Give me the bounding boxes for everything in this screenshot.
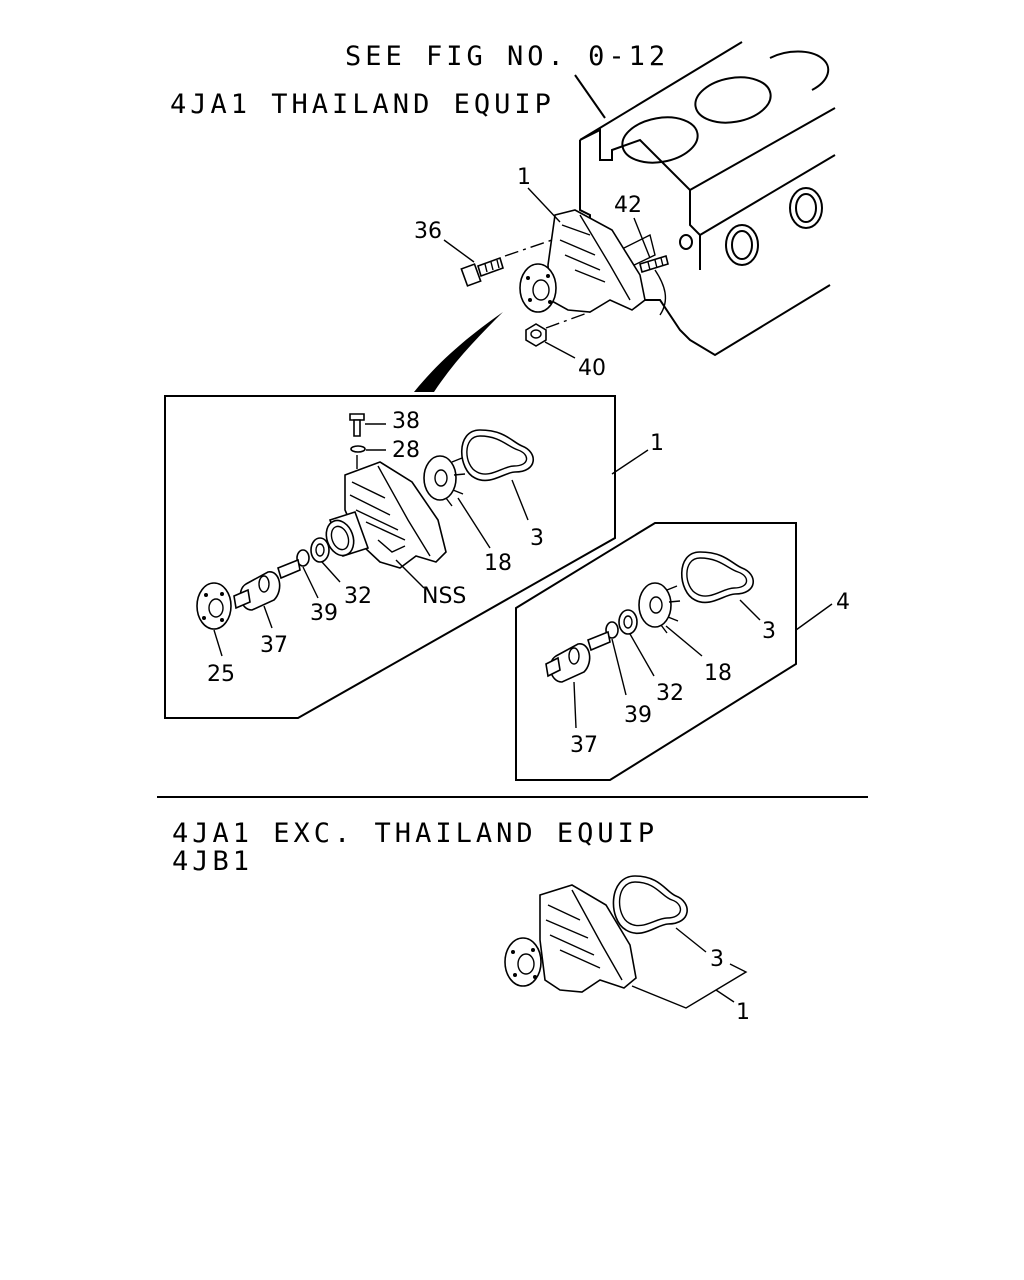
gasket-3-kit-illustration xyxy=(680,551,754,604)
see-fig-leader xyxy=(574,74,606,119)
seal-32-illustration xyxy=(310,537,330,563)
leader-37-box-a xyxy=(263,605,273,629)
bolt-36-illustration xyxy=(460,256,504,287)
callout-3-box-b: 3 xyxy=(762,619,776,644)
bolt-36-axis xyxy=(504,239,553,257)
callout-42: 42 xyxy=(614,193,642,218)
pump-body-illustration xyxy=(325,461,447,569)
callout-38: 38 xyxy=(392,409,420,434)
callout-18-box-b: 18 xyxy=(704,661,732,686)
leader-32-box-b xyxy=(629,633,655,677)
engine-block-illustration xyxy=(579,41,836,357)
callout-39-box-a: 39 xyxy=(310,601,338,626)
water-pump-assembly-top xyxy=(519,209,646,313)
callout-32-box-b: 32 xyxy=(656,681,684,706)
leader-37-box-b xyxy=(573,681,577,729)
leader-40 xyxy=(544,341,576,359)
water-pump-assembly-bottom xyxy=(504,875,688,993)
nut-40-illustration xyxy=(525,323,547,347)
callout-32-box-a: 32 xyxy=(344,584,372,609)
callout-25: 25 xyxy=(207,662,235,687)
callout-40: 40 xyxy=(578,356,606,381)
seal-32-kit-illustration xyxy=(618,609,638,635)
detail-arrow xyxy=(414,312,503,392)
nut-40-axis xyxy=(545,311,591,329)
leader-nss xyxy=(395,559,425,589)
bearing-shaft-37-kit-illustration xyxy=(545,630,611,683)
callout-3-bottom: 3 xyxy=(710,947,724,972)
callout-28: 28 xyxy=(392,438,420,463)
leader-18-box-a xyxy=(457,497,491,549)
leader-36 xyxy=(443,239,475,263)
leader-1-bottom-tail xyxy=(715,989,735,1003)
bearing-shaft-37-illustration xyxy=(233,558,301,611)
callout-nss: NSS xyxy=(422,584,466,609)
washer-28-illustration xyxy=(350,445,366,453)
exc-thailand-equip-heading: 4JA1 EXC. THAILAND EQUIP xyxy=(172,818,658,849)
leader-32-box-a xyxy=(321,561,341,583)
hub-25-illustration xyxy=(196,582,232,630)
callout-39-box-b: 39 xyxy=(624,703,652,728)
leader-3-box-a xyxy=(511,479,529,521)
leader-1-bottom xyxy=(631,963,748,1009)
leader-3-box-b xyxy=(739,599,761,621)
leader-42 xyxy=(633,217,651,259)
leader-39-box-b xyxy=(611,638,627,696)
bolt-38-illustration xyxy=(349,413,365,437)
detail-box-b xyxy=(515,522,797,781)
leader-3-bottom xyxy=(675,927,707,953)
gasket-3-illustration xyxy=(460,429,534,482)
callout-1-bottom: 1 xyxy=(736,1000,750,1025)
callout-37-box-b: 37 xyxy=(570,733,598,758)
thailand-equip-heading: 4JA1 THAILAND EQUIP xyxy=(170,89,555,120)
leader-1-box-a xyxy=(611,449,649,475)
stud-42-illustration xyxy=(639,254,669,274)
seal-39-illustration xyxy=(296,549,310,567)
impeller-18-kit-illustration xyxy=(638,582,681,634)
callout-4: 4 xyxy=(836,590,850,615)
callout-37-box-a: 37 xyxy=(260,633,288,658)
callout-3-box-a: 3 xyxy=(530,526,544,551)
leader-25 xyxy=(213,629,223,657)
callout-36: 36 xyxy=(414,219,442,244)
leader-18-box-b xyxy=(665,625,703,657)
leader-4 xyxy=(795,603,833,631)
see-fig-reference: SEE FIG NO. 0-12 xyxy=(345,41,669,72)
leader-1-top xyxy=(527,187,561,223)
leader-39-box-a xyxy=(302,566,319,599)
callout-1-top: 1 xyxy=(517,165,531,190)
4jb1-heading: 4JB1 xyxy=(172,846,253,877)
impeller-18-illustration xyxy=(423,455,466,507)
callout-1-box-a: 1 xyxy=(650,431,664,456)
detail-box-a xyxy=(164,395,616,719)
callout-18-box-a: 18 xyxy=(484,551,512,576)
